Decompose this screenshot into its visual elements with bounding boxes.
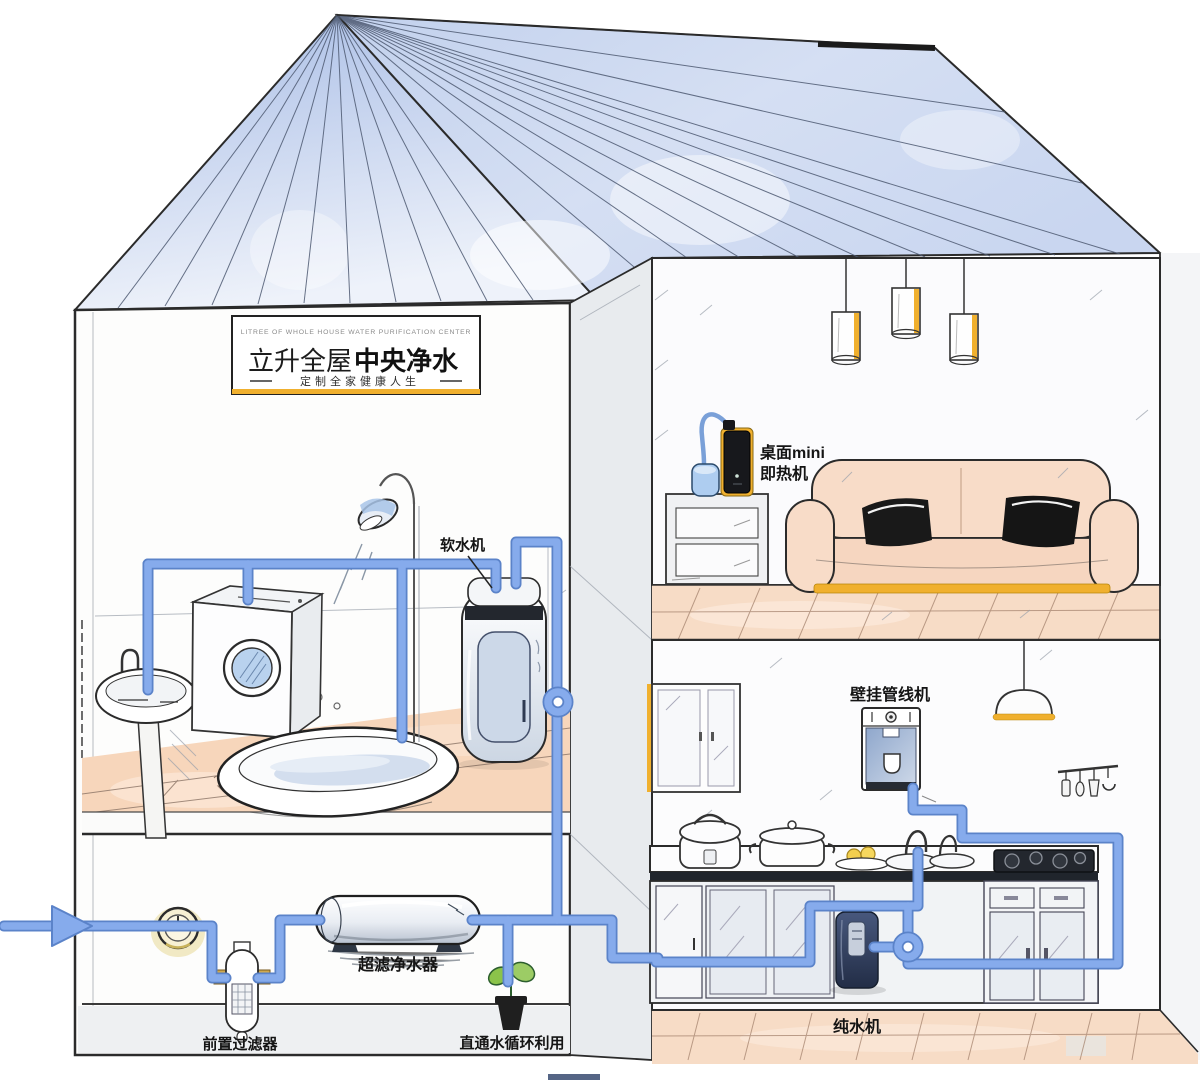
label-water-recycling: 直通水循环利用 xyxy=(459,1034,564,1052)
softener-leader-line xyxy=(467,555,493,589)
sign-title-bold: 中央净水 xyxy=(354,346,459,376)
pendant-lamp xyxy=(891,287,921,340)
outside-right-wall xyxy=(1160,253,1200,1060)
inlet-arrow-icon xyxy=(51,905,93,947)
wall-pipeline-dispenser xyxy=(861,707,937,803)
label-water-softener: 软水机 xyxy=(440,536,485,554)
roof-rafter-lines xyxy=(117,14,1121,309)
label-desktop-mini-2: 即热机 xyxy=(760,464,808,483)
fruit-plate xyxy=(835,846,889,871)
pendant-lights xyxy=(831,259,979,366)
counter-edge-band xyxy=(650,872,1098,881)
faucet-icon xyxy=(938,835,958,857)
annotation-labels: 软水机 桌面mini 即热机 壁挂管线机 超滤净水器 前置过滤器 直通水循环利用… xyxy=(202,443,930,1053)
desktop-mini-heater xyxy=(720,420,754,497)
label-desktop-mini-1: 桌面mini xyxy=(760,443,825,462)
uf-purifier xyxy=(314,894,482,968)
gas-stove xyxy=(993,849,1095,873)
faucet-icon xyxy=(904,830,928,857)
kitchen-floor xyxy=(651,1009,1199,1064)
kitchen-wall-cabinet xyxy=(647,683,741,793)
house-left-section: LITREE OF WHOLE HOUSE WATER PURIFICATION… xyxy=(73,256,653,1061)
label-wall-dispenser: 壁挂管线机 xyxy=(850,685,930,704)
label-uf-purifier: 超滤净水器 xyxy=(357,955,439,974)
sign-title-regular: 立升全屋 xyxy=(248,346,352,376)
label-pure-water: 纯水机 xyxy=(833,1017,881,1036)
kitchen-sink xyxy=(885,830,975,871)
sofa-yellow-base xyxy=(813,583,1111,594)
water-pipes xyxy=(0,536,1124,988)
pipe-ring-junction xyxy=(892,931,924,963)
roof xyxy=(72,13,1163,312)
bathtub xyxy=(216,726,460,818)
roof-left-face xyxy=(72,13,600,312)
sofa-pillow xyxy=(862,498,932,547)
cup xyxy=(691,463,720,497)
sink-faucet xyxy=(120,648,140,690)
sofa xyxy=(785,459,1139,621)
pendant-lamp xyxy=(831,311,861,366)
wall-sign: LITREE OF WHOLE HOUSE WATER PURIFICATION… xyxy=(231,315,481,395)
dome-lamp xyxy=(992,641,1056,721)
pendant-lamp xyxy=(949,313,979,366)
rice-cooker xyxy=(679,813,741,869)
label-pre-filter: 前置过滤器 xyxy=(202,1035,278,1053)
water-meter xyxy=(151,906,205,957)
heater-tube xyxy=(699,412,732,465)
dispenser-cup-icon xyxy=(883,753,901,774)
washing-machine xyxy=(189,585,325,740)
sofa-pillow xyxy=(1002,495,1080,548)
pipe-ring-junction xyxy=(542,686,574,718)
roof-ridge-band xyxy=(817,41,936,51)
sign-tagline: LITREE OF WHOLE HOUSE WATER PURIFICATION… xyxy=(241,329,471,336)
utensil-rack xyxy=(1057,764,1119,797)
sign-yellow-bar xyxy=(232,389,480,394)
sign-subtitle: 定制全家健康人生 xyxy=(300,374,420,388)
bottom-edge-fragment xyxy=(548,1074,600,1080)
side-table xyxy=(665,493,769,585)
water-softener xyxy=(459,577,549,770)
cooking-pot xyxy=(748,820,836,867)
pure-water-machine xyxy=(830,911,886,995)
